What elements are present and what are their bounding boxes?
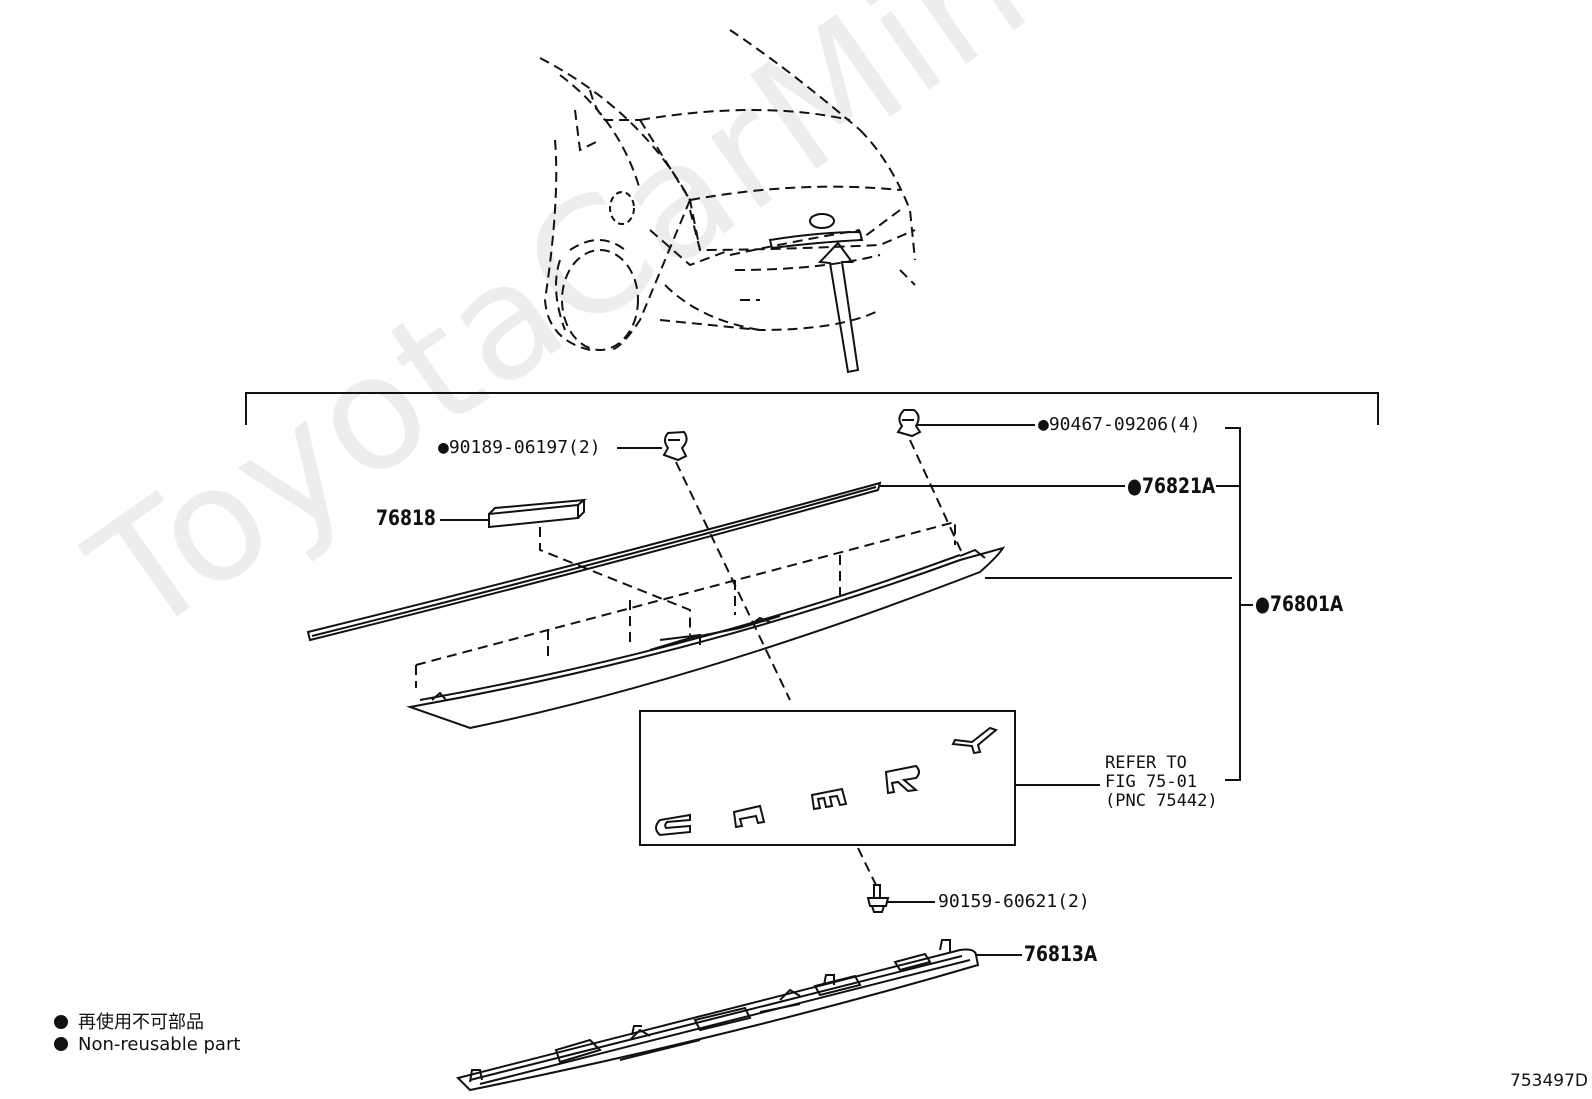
location-arrow (817, 241, 860, 374)
screw-part (866, 884, 890, 913)
legend-text-jp: 再使用不可部品 (78, 1012, 204, 1033)
bullet-icon (54, 1015, 68, 1029)
garnish-part (406, 546, 1006, 730)
pad-part (488, 498, 588, 529)
label-90189-06197: ●90189-06197(2) (438, 437, 601, 458)
dash-pad (539, 527, 691, 635)
dash-clip-right (909, 439, 963, 554)
clip-right (896, 409, 922, 438)
group-bracket (245, 392, 1379, 425)
label-76813A: 76813A (1024, 942, 1098, 966)
bullet-icon (54, 1037, 68, 1051)
label-90159-60621: 90159-60621(2) (938, 891, 1090, 912)
clip-left (662, 430, 688, 462)
molding-part (306, 481, 882, 642)
figure-id: 753497D (1510, 1071, 1588, 1091)
refer-note: REFER TO FIG 75-01 (PNC 75442) (1105, 754, 1218, 811)
car-rear-view (539, 29, 916, 351)
clip-position-dashes (415, 520, 956, 688)
trunk-emblem (809, 213, 835, 229)
refer-line-1: REFER TO (1105, 753, 1187, 773)
label-76801A: ●76801A (1255, 592, 1344, 616)
dash-screw (857, 847, 877, 886)
refer-line-3: (PNC 75442) (1105, 791, 1218, 811)
rear-wheel (561, 239, 639, 351)
camry-letters (655, 726, 999, 837)
refer-line-2: FIG 75-01 (1105, 772, 1198, 792)
label-76818: 76818 (376, 506, 436, 530)
label-76821A: ●76821A (1127, 474, 1216, 498)
assy-bracket (1216, 427, 1253, 781)
emblem-box (639, 710, 1016, 846)
legend-line-2: Non-reusable part (54, 1034, 240, 1055)
lower-cover-part (456, 939, 980, 1092)
fuel-door (609, 191, 635, 225)
label-90467-09206: ●90467-09206(4) (1038, 414, 1201, 435)
legend-text-en: Non-reusable part (78, 1034, 241, 1055)
legend-line-1: 再使用不可部品 (54, 1008, 204, 1034)
trunk-garnish-outline (768, 230, 864, 250)
